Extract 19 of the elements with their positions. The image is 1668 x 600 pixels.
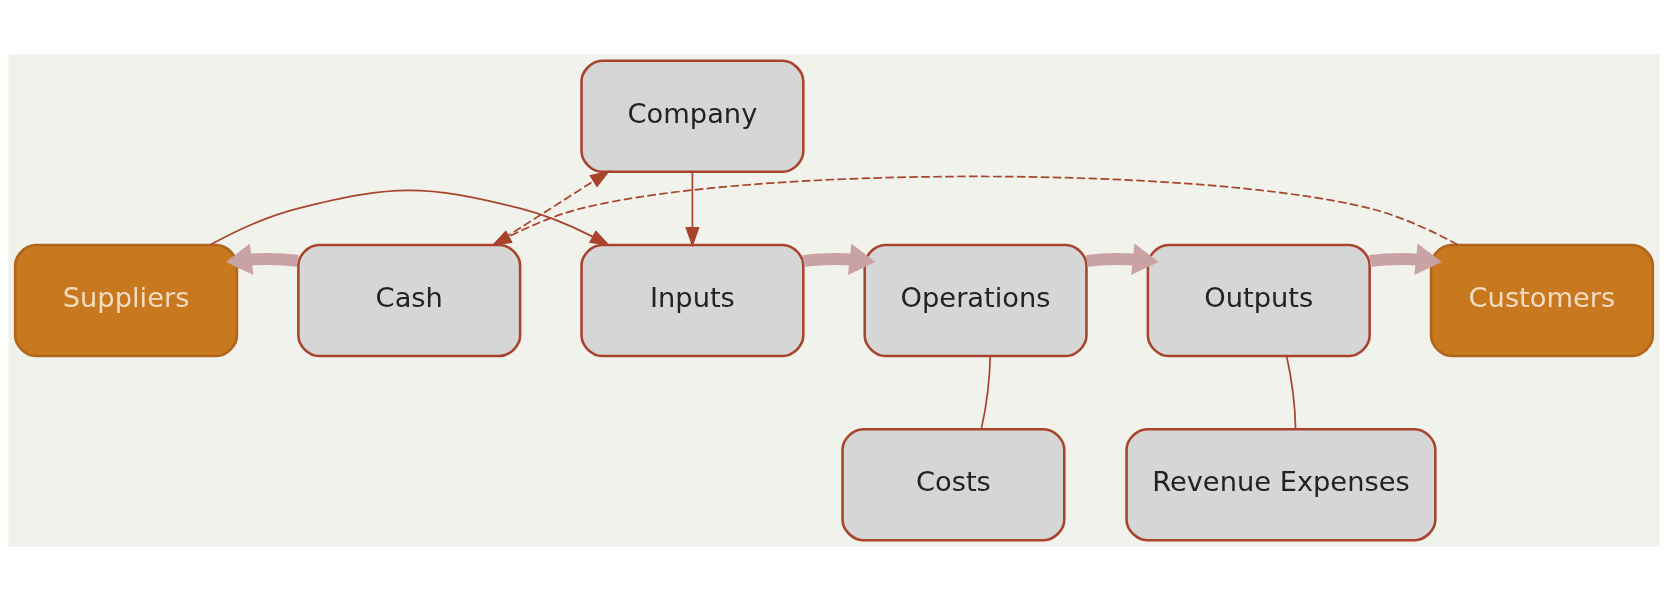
node-box: Revenue Expenses — [1125, 427, 1437, 541]
node-box: Outputs — [1146, 243, 1371, 357]
arrow — [1369, 243, 1442, 275]
node-box: Suppliers — [13, 243, 239, 357]
arrow — [802, 243, 876, 275]
arrow — [225, 243, 299, 275]
connector — [1285, 354, 1297, 430]
arrow — [209, 189, 611, 246]
arrow — [492, 169, 611, 246]
arrow — [491, 175, 1459, 246]
arrow — [685, 170, 700, 247]
node-box: Customers — [1429, 243, 1655, 357]
connector — [980, 354, 992, 430]
node-box: Costs — [841, 427, 1066, 541]
node-box: Inputs — [580, 243, 805, 357]
arrow — [1086, 243, 1159, 275]
node-box: Operations — [863, 243, 1088, 357]
node-box: Company — [580, 59, 805, 173]
node-box: Cash — [297, 243, 522, 357]
